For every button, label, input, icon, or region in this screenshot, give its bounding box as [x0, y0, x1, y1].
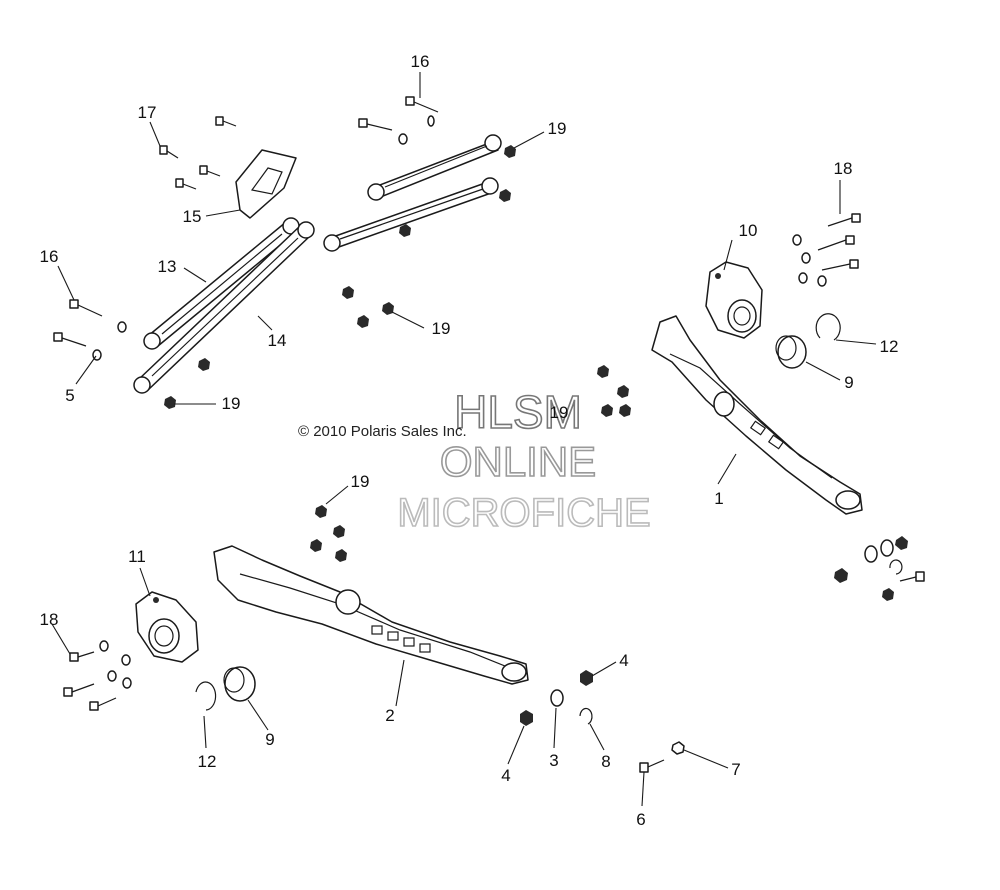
callout-4-lower: 4 [501, 766, 510, 785]
bearing-carrier-10[interactable] [705, 261, 763, 339]
callout-9-left: 9 [265, 730, 274, 749]
callout-labels: 16 17 15 13 14 16 5 19 19 19 19 19 10 18… [40, 52, 899, 829]
callout-5: 5 [65, 386, 74, 405]
bolt-16-top[interactable] [405, 96, 439, 113]
callout-19-left: 19 [222, 394, 241, 413]
watermark: HLSM ONLINE MICROFICHE [397, 385, 652, 536]
callout-6: 6 [636, 810, 645, 829]
copyright-text: © 2010 Polaris Sales Inc. [298, 423, 467, 440]
nut-4-upper[interactable] [580, 670, 593, 686]
snap-ring-12-right[interactable] [815, 313, 841, 341]
trailing-arm-2[interactable] [213, 545, 529, 685]
callout-7: 7 [731, 760, 740, 779]
watermark-line-3: MICROFICHE [397, 491, 650, 535]
callout-18-right: 18 [834, 159, 853, 178]
callout-13: 13 [158, 257, 177, 276]
upper-radius-rod-lower[interactable] [323, 177, 499, 252]
watermark-line-2: ONLINE [440, 438, 596, 485]
bolt-top-2[interactable] [358, 118, 393, 131]
bolt-5[interactable] [53, 332, 102, 361]
trailing-arm-1[interactable] [651, 315, 863, 515]
radius-rod-13[interactable] [143, 217, 300, 350]
bolts-18-left[interactable] [63, 640, 132, 711]
radius-rod-14[interactable] [133, 221, 315, 394]
callout-2: 2 [385, 706, 394, 725]
leader-lines [51, 72, 877, 807]
bearing-9-left[interactable] [223, 666, 256, 702]
callout-12-left: 12 [198, 752, 217, 771]
bracket-15[interactable] [235, 149, 297, 219]
callout-14: 14 [268, 331, 287, 350]
callout-4-upper: 4 [619, 651, 628, 670]
snap-ring-12-left[interactable] [195, 681, 217, 711]
callout-19-mid: 19 [432, 319, 451, 338]
callout-12-right: 12 [880, 337, 899, 356]
bolt-6[interactable] [639, 759, 665, 773]
callout-1: 1 [714, 489, 723, 508]
callout-18-left: 18 [40, 610, 59, 629]
upper-radius-rod-top[interactable] [367, 134, 502, 201]
callout-19-top: 19 [548, 119, 567, 138]
callout-3: 3 [549, 751, 558, 770]
pivot-hardware-bottom[interactable] [520, 670, 685, 773]
callout-8: 8 [601, 752, 610, 771]
callout-10: 10 [739, 221, 758, 240]
washer-top-2[interactable] [427, 115, 435, 127]
callout-17: 17 [138, 103, 157, 122]
watermark-line-1: HLSM [454, 386, 582, 438]
callout-16-top: 16 [411, 52, 430, 71]
callout-9-right: 9 [844, 373, 853, 392]
bushing-3[interactable] [550, 689, 564, 707]
callout-15: 15 [183, 207, 202, 226]
nuts-19[interactable] [164, 145, 631, 562]
pivot-hardware-right[interactable] [834, 536, 925, 601]
bearing-9-right[interactable] [775, 335, 807, 369]
bolt-7[interactable] [671, 741, 685, 755]
nut-4-lower[interactable] [520, 710, 533, 726]
callout-19-center: 19 [550, 403, 569, 422]
bearing-carrier-11[interactable] [135, 591, 199, 663]
bolts-18-right[interactable] [792, 213, 861, 287]
bolt-set-top[interactable] [53, 96, 439, 361]
callout-11: 11 [128, 547, 146, 566]
washer-top[interactable] [398, 133, 408, 145]
bolt-16-left[interactable] [69, 299, 127, 333]
callout-19-lower: 19 [351, 472, 370, 491]
bolt-17-group[interactable] [159, 116, 237, 190]
ring-8[interactable] [579, 707, 593, 725]
callout-16-left: 16 [40, 247, 59, 266]
